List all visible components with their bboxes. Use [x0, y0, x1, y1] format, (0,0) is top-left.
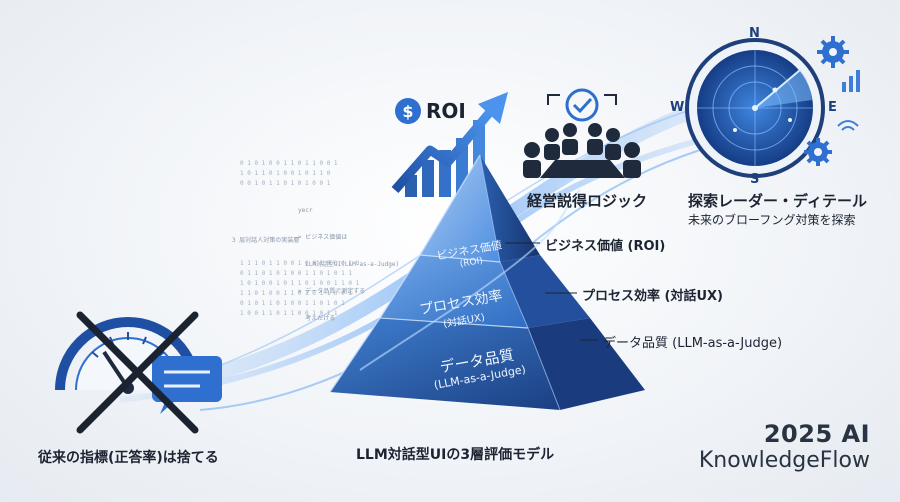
signal-icon — [837, 120, 859, 131]
gear-icon — [817, 36, 849, 68]
svg-text:1 1 1 0 1 1 0 0 1 0 1 1 0 0 0: 1 1 1 0 1 1 0 0 1 0 1 1 0 0 0 1 0 — [240, 260, 360, 267]
meeting-team-icon — [523, 88, 641, 178]
code-side-label: 3 层対話人対策の実装層 — [232, 237, 300, 244]
pyramid-caption: LLM対話型UIの3層評価モデル — [356, 447, 555, 463]
pyramid-layer-middle — [380, 255, 528, 328]
gauge-caption: 従来の指標(正答率)は捨てる — [38, 450, 219, 466]
code-line: yecr — [298, 207, 313, 214]
compass-n: N — [749, 26, 760, 41]
svg-text:0 0 1 0 1 1 0 1 0 1 0 0 1: 0 0 1 0 1 1 0 1 0 1 0 0 1 — [240, 180, 331, 187]
callout-business-value: ビジネス価値 (ROI) — [545, 239, 666, 254]
brand-name: KnowledgeFlow — [698, 448, 870, 473]
svg-text:1 0 1 1 0 1 0 0 1 0 1 1 0: 1 0 1 1 0 1 0 0 1 0 1 1 0 — [240, 170, 331, 177]
code-line: 考えだける — [298, 315, 336, 322]
meeting-caption: 経営説得ロジック — [527, 192, 648, 210]
code-line: LLM対話型UI(LLM-as-a-Judge) — [298, 261, 400, 268]
binary-backdrop: 1 1 1 0 1 1 0 0 1 0 1 1 0 0 0 1 0 0 1 1 … — [240, 160, 360, 317]
roi-badge: $ ROI — [395, 98, 466, 124]
pyramid-layer-top — [420, 155, 500, 262]
crossed-out-gauge-icon — [55, 311, 222, 434]
dollar-symbol: $ — [402, 101, 414, 121]
three-layer-pyramid — [329, 154, 645, 411]
pyramid-callout-lines — [505, 242, 598, 341]
svg-text:1 0 0 1 1 0 1 1 0 0 1 0 1 1: 1 0 0 1 1 0 1 1 0 0 1 0 1 1 — [240, 310, 338, 317]
svg-text:1 0 1 0 0 1 0 1 1 0 1 0 0 1 1: 1 0 1 0 0 1 0 1 1 0 1 0 0 1 1 0 1 — [240, 280, 360, 287]
gear-icon — [804, 138, 832, 166]
radar-title: 探索レーダー・ディテール — [688, 192, 867, 210]
svg-text:0 1 0 1 1 0 1 0 0 1 1 0 1 0 1: 0 1 0 1 1 0 1 0 0 1 1 0 1 0 1 — [240, 300, 345, 307]
bar-chart-icon — [842, 70, 860, 92]
radar-compass-icon — [685, 38, 825, 178]
compass-e: E — [828, 100, 837, 115]
compass-w: W — [670, 100, 685, 115]
dollar-icon: $ — [395, 98, 421, 124]
roi-label: ROI — [426, 99, 466, 123]
pyramid-layer-bottom — [330, 318, 560, 410]
code-line: > データ品質で測定する — [298, 288, 366, 295]
callout-data-quality: データ品質 (LLM-as-a-Judge) — [603, 336, 783, 351]
svg-text:0 1 0 1 0 0 1 1 0 1 1 0 0 1: 0 1 0 1 0 0 1 1 0 1 1 0 0 1 — [240, 160, 338, 167]
brand-block: 2025 AI KnowledgeFlow — [699, 420, 870, 473]
svg-text:0 1 1 0 1 0 1 0 0 1 1 0 1 0 1: 0 1 1 0 1 0 1 0 0 1 1 0 1 0 1 1 — [240, 270, 352, 277]
svg-text:1 1 0 1 0 0 1 1 0 1 0 1 1 0 0: 1 1 0 1 0 0 1 1 0 1 0 1 1 0 0 1 — [240, 290, 352, 297]
code-snippet: yecr > ビジネス価値は LLM対話型UI(LLM-as-a-Judge) … — [298, 188, 399, 332]
brand-year: 2025 AI — [763, 420, 870, 448]
compass-s: S — [750, 172, 760, 187]
callout-process-efficiency: プロセス効率 (対話UX) — [582, 289, 723, 304]
code-line: > ビジネス価値は — [298, 234, 348, 241]
radar-subtitle: 未来のブローフング対策を探索 — [688, 213, 856, 227]
